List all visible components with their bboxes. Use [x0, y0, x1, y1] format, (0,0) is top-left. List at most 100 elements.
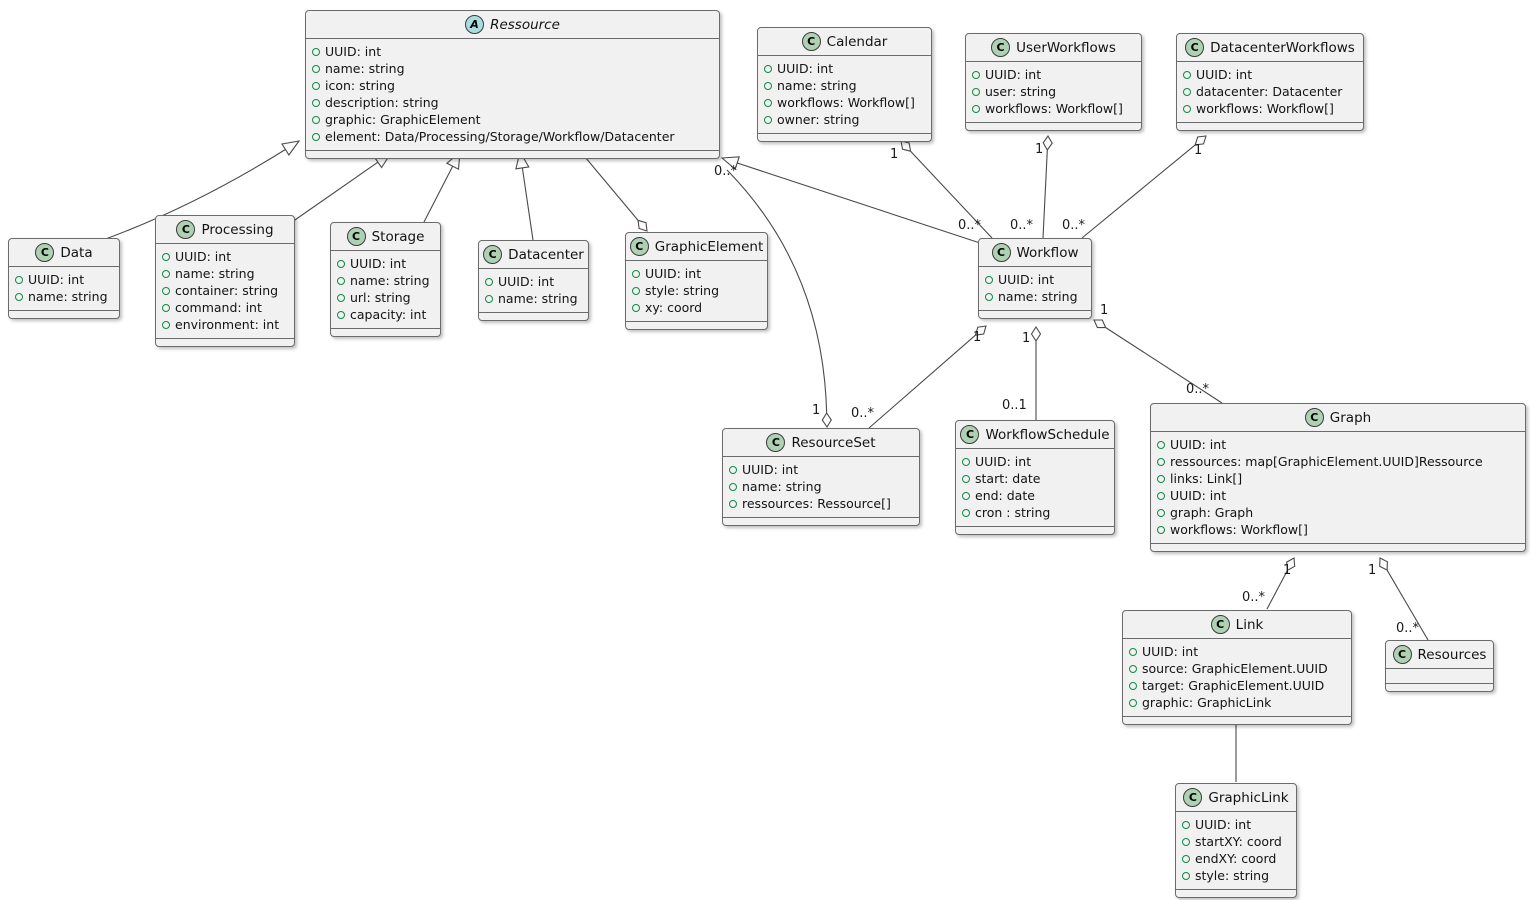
- field-visibility-icon: [1182, 837, 1190, 846]
- aggregation-diamond: [821, 411, 832, 429]
- attribute-text: name: string: [498, 291, 578, 306]
- edge-workflow-aggregates-graph: [1105, 327, 1223, 404]
- class-name: Ressource: [490, 16, 560, 33]
- attribute-row: UUID: int: [962, 453, 1108, 470]
- field-visibility-icon: [985, 275, 993, 284]
- aggregation-diamond: [1286, 557, 1296, 572]
- field-visibility-icon: [1182, 871, 1190, 880]
- class-name: DatacenterWorkflows: [1210, 39, 1355, 56]
- attribute-row: UUID: int: [764, 60, 925, 77]
- field-visibility-icon: [1157, 508, 1165, 517]
- field-visibility-icon: [962, 508, 970, 517]
- class-name: WorkflowSchedule: [985, 426, 1110, 443]
- attribute-text: UUID: int: [325, 44, 382, 59]
- attribute-text: UUID: int: [1195, 817, 1252, 832]
- attribute-row: source: GraphicElement.UUID: [1129, 660, 1345, 677]
- attribute-text: icon: string: [325, 78, 395, 93]
- methods-compartment: [1123, 716, 1351, 724]
- attribute-row: container: string: [162, 282, 288, 299]
- multiplicity-label: 0..*: [714, 164, 738, 179]
- attribute-row: environment: int: [162, 316, 288, 333]
- attribute-row: target: GraphicElement.UUID: [1129, 677, 1345, 694]
- methods-compartment: [9, 310, 119, 318]
- multiplicity-label: 1: [1194, 143, 1202, 158]
- field-visibility-icon: [1129, 647, 1137, 656]
- attribute-text: ressources: map[GraphicElement.UUID]Ress…: [1170, 454, 1483, 469]
- attribute-row: capacity: int: [337, 306, 434, 323]
- attribute-text: UUID: int: [998, 272, 1055, 287]
- class-name: UserWorkflows: [1016, 39, 1116, 56]
- field-visibility-icon: [337, 276, 345, 285]
- field-visibility-icon: [764, 115, 772, 124]
- field-visibility-icon: [764, 64, 772, 73]
- attribute-text: name: string: [175, 266, 255, 281]
- attribute-row: UUID: int: [729, 461, 913, 478]
- attribute-text: url: string: [350, 290, 411, 305]
- attribute-row: UUID: int: [485, 273, 582, 290]
- methods-compartment: [1177, 122, 1363, 130]
- multiplicity-label: 0..*: [1010, 218, 1034, 233]
- class-icon: C: [629, 237, 649, 256]
- field-visibility-icon: [485, 277, 493, 286]
- field-visibility-icon: [1183, 70, 1191, 79]
- field-visibility-icon: [1157, 474, 1165, 483]
- field-visibility-icon: [1129, 664, 1137, 673]
- field-visibility-icon: [312, 81, 320, 90]
- field-visibility-icon: [312, 132, 320, 141]
- edge-resourceset-aggregates-ressource: [726, 169, 828, 414]
- attribute-row: style: string: [632, 282, 761, 299]
- edge-data-extends-ressource: [102, 149, 286, 241]
- field-visibility-icon: [962, 491, 970, 500]
- multiplicity-label: 0..*: [1396, 621, 1420, 636]
- methods-compartment: [979, 310, 1091, 318]
- class-icon: C: [1185, 38, 1205, 57]
- attribute-row: style: string: [1182, 867, 1290, 884]
- edge-datacenter-extends-ressource: [521, 167, 534, 241]
- attribute-row: cron : string: [962, 504, 1108, 521]
- attribute-row: UUID: int: [972, 66, 1135, 83]
- edge-storage-extends-ressource: [423, 165, 454, 223]
- attribute-row: endXY: coord: [1182, 850, 1290, 867]
- multiplicity-label: 1: [1368, 563, 1376, 578]
- attribute-text: graph: Graph: [1170, 505, 1254, 520]
- methods-compartment: [1386, 683, 1493, 691]
- attribute-text: owner: string: [777, 112, 860, 127]
- class-name: Storage: [371, 228, 425, 245]
- attribute-row: ressources: map[GraphicElement.UUID]Ress…: [1157, 453, 1519, 470]
- class-icon: C: [1304, 408, 1324, 427]
- attribute-row: icon: string: [312, 77, 713, 94]
- attribute-row: graph: Graph: [1157, 504, 1519, 521]
- attribute-row: user: string: [972, 83, 1135, 100]
- class-name: Calendar: [826, 33, 888, 50]
- attribute-row: UUID: int: [632, 265, 761, 282]
- attribute-row: links: Link[]: [1157, 470, 1519, 487]
- edge-calendar-aggregates-workflow: [910, 150, 993, 239]
- class-name: Resources: [1417, 646, 1487, 663]
- attribute-text: name: string: [28, 289, 108, 304]
- class-icon: C: [483, 245, 503, 264]
- field-visibility-icon: [1183, 104, 1191, 113]
- field-visibility-icon: [337, 259, 345, 268]
- class-name: Workflow: [1016, 244, 1079, 261]
- multiplicity-label: 1: [1035, 142, 1043, 157]
- field-visibility-icon: [1157, 440, 1165, 449]
- attribute-text: target: GraphicElement.UUID: [1142, 678, 1325, 693]
- methods-compartment: [331, 328, 440, 336]
